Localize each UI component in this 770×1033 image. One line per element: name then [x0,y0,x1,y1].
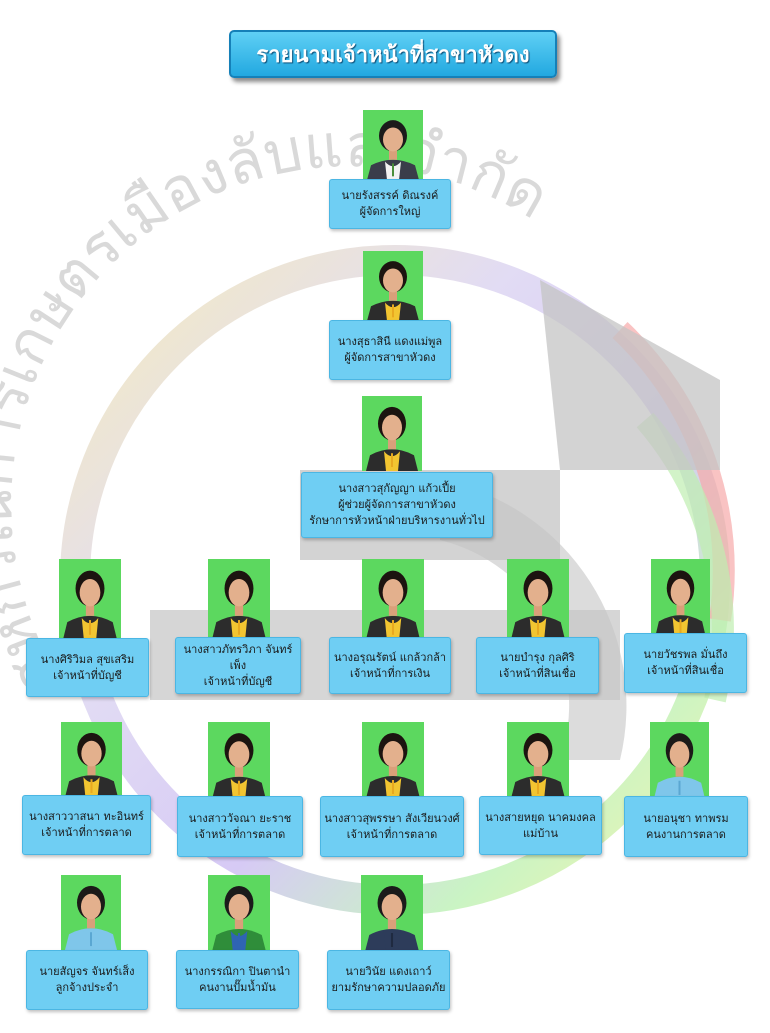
staff-photo [361,875,423,951]
staff-photo [61,875,121,950]
portrait-image [208,559,270,639]
staff-position: คนงานปั๊มน้ำมัน [199,980,276,994]
staff-name: นางสาวสุพรรษา สังเวียนวงศ์ [324,811,460,825]
portrait-image [650,722,709,799]
staff-position: เจ้าหน้าที่บัญชี [53,668,122,682]
staff-position: คนงานการตลาด [646,827,726,841]
staff-photo [650,722,709,799]
staff-name: นางสาววัจณา ยะราช [188,811,292,825]
staff-photo [362,559,424,639]
portrait-image [208,875,270,951]
staff-name: นางสายหยุด นาคมงคล [485,810,596,824]
staff-name: นางศิริวิมล สุขเสริม [40,652,135,666]
portrait-image [362,396,422,471]
staff-card: นายสัญจร จันทร์เส็งลูกจ้างประจำ [26,950,148,1010]
staff-position: ลูกจ้างประจำ [55,981,119,994]
portrait-image [59,559,121,639]
staff-position: ยามรักษาความปลอดภัย [331,981,446,994]
staff-name: นายวินัย แดงเถาว์ [345,965,432,978]
staff-name: นายอนุชา ทาพรม [643,811,729,825]
staff-position: แม่บ้าน [522,826,559,840]
staff-photo [208,875,270,951]
staff-card: นางกรรณิกา ปินตานำคนงานปั๊มน้ำมัน [176,950,299,1009]
staff-photo [651,559,710,638]
portrait-image [362,722,424,798]
staff-card: นางสาวภัทรวิภา จันทร์เพ็งเจ้าหน้าที่บัญช… [175,637,301,694]
staff-photo [208,559,270,639]
portrait-image [208,722,270,799]
staff-name: นางอรุณรัตน์ แกล้วกล้า [333,650,447,664]
staff-name: นางสาวภัทรวิภา จันทร์เพ็ง [183,642,293,672]
staff-position: เจ้าหน้าที่บัญชี [203,674,273,688]
staff-name: นางสุธาสินี แดงแม่พูล [337,335,443,348]
portrait-image [363,110,423,180]
staff-name: นายรังสรรค์ ดิณรงค์ [341,189,439,202]
staff-card: นายอนุชา ทาพรมคนงานการตลาด [624,796,748,857]
staff-photo [362,722,424,798]
portrait-image [507,722,569,798]
staff-position: เจ้าหน้าที่การเงิน [350,666,430,680]
staff-card: นายวินัย แดงเถาว์ยามรักษาความปลอดภัย [327,950,450,1010]
staff-position: เจ้าหน้าที่สินเชื่อ [499,666,576,680]
staff-photo [507,722,569,798]
staff-card: นางสาววัจณา ยะราชเจ้าหน้าที่การตลาด [177,796,303,857]
staff-position: เจ้าหน้าที่การตลาด [194,827,286,841]
staff-position: ผู้จัดการสาขาหัวดง [344,351,436,364]
portrait-image [361,875,423,951]
staff-photo [59,559,121,639]
staff-card: นายบำรุง กุลศิริเจ้าหน้าที่สินเชื่อ [476,637,599,694]
staff-card: นางสาววาสนา ทะอินทร์เจ้าหน้าที่การตลาด [22,795,151,855]
staff-card: นางสาวสุกัญญา แก้วเปี้ยผู้ช่วยผู้จัดการส… [301,472,493,538]
staff-card: นายรังสรรค์ ดิณรงค์ผู้จัดการใหญ่ [329,179,451,229]
staff-photo [362,396,422,471]
staff-photo [507,559,569,639]
staff-photo [363,251,423,321]
portrait-image [362,559,424,639]
staff-name: นางสาวสุกัญญา แก้วเปี้ย [338,482,456,495]
portrait-image [363,251,423,321]
staff-card: นายวัชรพล มั่นถึงเจ้าหน้าที่สินเชื่อ [624,633,747,693]
staff-position: เจ้าหน้าที่สินเชื่อ [647,664,724,677]
staff-card: นางสายหยุด นาคมงคลแม่บ้าน [479,796,602,855]
staff-acting-role: รักษาการหัวหน้าฝ่ายบริหารงานทั่วไป [309,514,485,527]
staff-position: ผู้จัดการใหญ่ [359,205,421,218]
staff-card: นางสาวสุพรรษา สังเวียนวงศ์เจ้าหน้าที่การ… [320,796,464,857]
staff-name: นายบำรุง กุลศิริ [500,650,575,664]
staff-photo [61,722,122,797]
portrait-image [61,722,122,797]
staff-position: เจ้าหน้าที่การตลาด [41,826,132,839]
staff-name: นายวัชรพล มั่นถึง [643,648,728,661]
staff-card: นางสุธาสินี แดงแม่พูลผู้จัดการสาขาหัวดง [329,320,451,380]
portrait-image [61,875,121,950]
staff-card: นางศิริวิมล สุขเสริมเจ้าหน้าที่บัญชี [26,638,149,697]
staff-position: เจ้าหน้าที่การตลาด [346,827,438,841]
portrait-image [651,559,710,638]
staff-photo [208,722,270,799]
staff-photo [363,110,423,180]
staff-name: นางสาววาสนา ทะอินทร์ [29,810,144,823]
staff-name: นายสัญจร จันทร์เส็ง [39,965,135,978]
staff-name: นางกรรณิกา ปินตานำ [184,964,291,978]
page-title: รายนามเจ้าหน้าที่สาขาหัวดง [229,30,557,78]
staff-position: ผู้ช่วยผู้จัดการสาขาหัวดง [338,498,456,511]
portrait-image [507,559,569,639]
staff-card: นางอรุณรัตน์ แกล้วกล้าเจ้าหน้าที่การเงิน [329,637,451,694]
